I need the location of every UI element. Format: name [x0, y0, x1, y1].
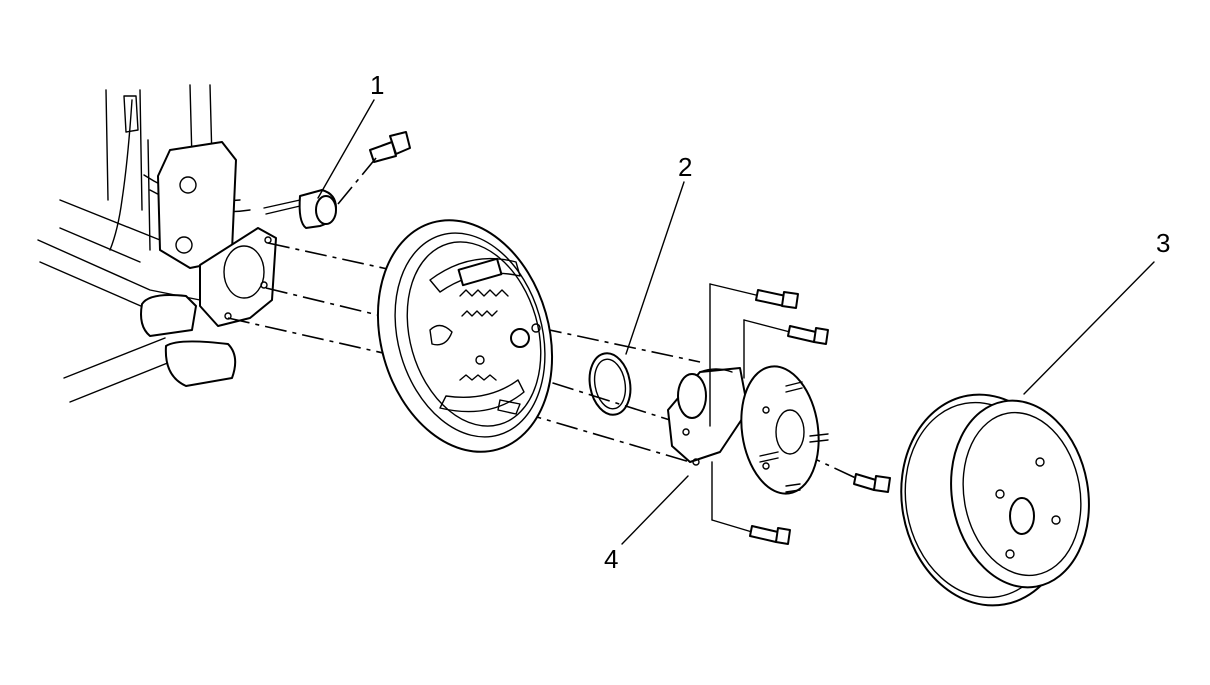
o-ring-seal: [588, 352, 632, 416]
callout-leaders: [317, 99, 1155, 545]
brake-backing-plate: [376, 219, 554, 453]
callout-3-label: 3: [1156, 228, 1170, 258]
hub-mounting-bolts: [709, 283, 829, 545]
callout-2-label: 2: [678, 152, 692, 182]
rear-axle-suspension: [37, 84, 277, 403]
callout-4-label: 4: [604, 544, 618, 574]
sensor-bolt-guide-line: [337, 157, 377, 205]
wheel-speed-sensor: [263, 189, 337, 229]
hub-bearing-assembly: [667, 365, 829, 495]
drum-bolt: [853, 473, 891, 493]
callout-1-label: 1: [370, 70, 384, 100]
brake-drum: [900, 393, 1090, 607]
sensor-bolt: [369, 131, 411, 163]
